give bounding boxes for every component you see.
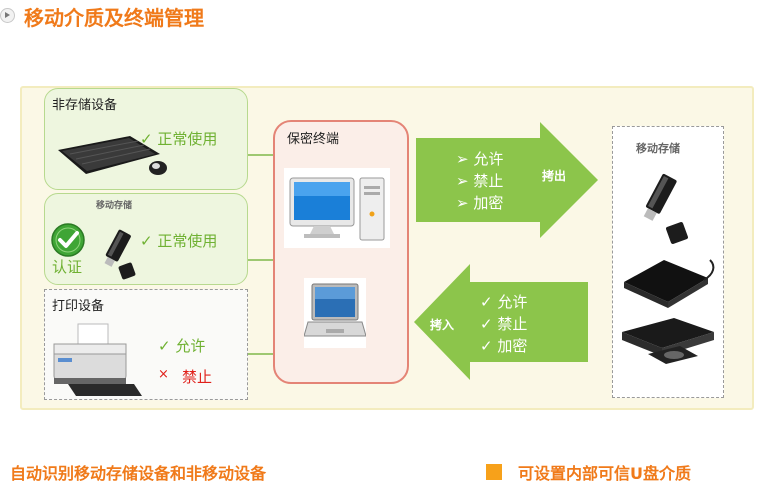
printer-title: 打印设备 (52, 299, 105, 314)
printer-deny: 禁止 (182, 368, 213, 386)
external-optical-drive-icon (622, 318, 714, 364)
import-arrow (414, 264, 588, 380)
external-hard-drive-icon (624, 259, 715, 308)
non-storage-title: 非存储设备 (52, 98, 118, 113)
mobile-storage-title: 移动存储 (96, 201, 133, 211)
printer-icon (53, 323, 142, 396)
export-item-encrypt: ➢ 加密 (456, 194, 504, 212)
terminal-title: 保密终端 (287, 132, 340, 147)
right-usb-drive-icon (643, 173, 688, 244)
import-item-allow: ✓ 允许 (480, 293, 528, 311)
right-storage-title: 移动存储 (636, 142, 680, 155)
auth-check-icon (51, 223, 85, 257)
footer-right-text: 可设置内部可信U盘介质 (518, 464, 691, 483)
auth-label: 认证 (52, 258, 83, 276)
page-title: 移动介质及终端管理 (24, 6, 204, 30)
non-storage-status: ✓ 正常使用 (140, 130, 218, 148)
non-storage-panel (44, 88, 248, 190)
printer-deny-mark: × (158, 367, 169, 382)
usb-drive-icon (104, 229, 136, 280)
laptop-icon (304, 278, 366, 348)
footer-bullet-square (486, 464, 502, 480)
mobile-storage-status: ✓ 正常使用 (140, 232, 218, 250)
keyboard-mouse-icon (58, 136, 167, 175)
printer-allow: ✓ 允许 (158, 337, 206, 355)
export-arrow (416, 122, 598, 238)
import-item-deny: ✓ 禁止 (480, 315, 528, 333)
export-item-allow: ➢ 允许 (456, 150, 504, 168)
title-bullet-icon (0, 8, 15, 23)
import-item-encrypt: ✓ 加密 (480, 337, 528, 355)
export-item-deny: ➢ 禁止 (456, 172, 504, 190)
import-label: 拷入 (430, 318, 455, 332)
export-label: 拷出 (542, 169, 567, 183)
desktop-computer-icon (284, 168, 390, 248)
footer-left-text: 自动识别移动存储设备和非移动设备 (10, 464, 267, 483)
